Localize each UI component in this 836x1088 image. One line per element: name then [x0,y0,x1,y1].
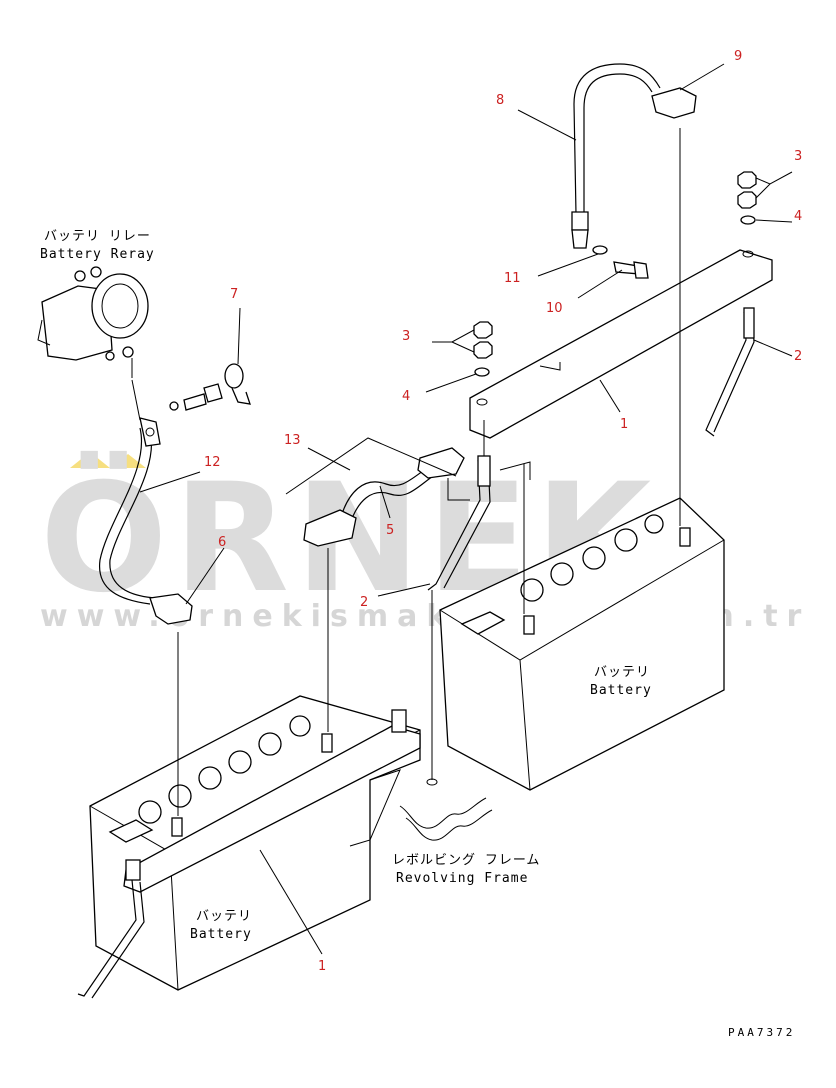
callout-13: 13 [284,433,301,448]
frame-label-jp: レボルビング フレーム [392,853,540,868]
battery-bottom-label-jp: バッテリ [196,909,252,924]
hook-rod-middle [427,420,491,591]
relay-label-en: Battery Reray [40,247,155,262]
fasteners-middle [473,321,493,377]
drawing-code: PAA7372 [728,1026,795,1039]
callout-2-middle: 2 [360,595,368,610]
callout-1-upper: 1 [620,417,628,432]
callout-12: 12 [204,455,221,470]
callout-5: 5 [386,523,394,538]
callout-4-right: 4 [794,209,802,224]
callout-2-right: 2 [794,349,802,364]
relay-label-jp: バッテリ リレー [44,229,151,244]
callout-8: 8 [496,93,504,108]
callout-7: 7 [230,287,238,302]
clamp-bar-upper [469,249,773,439]
callout-4-middle: 4 [402,389,410,404]
cable-5 [285,437,465,547]
watermark-accent-right [112,454,146,468]
fasteners-right [737,171,757,225]
cable-8 [571,63,697,249]
callout-1-lower: 1 [318,959,326,974]
callout-numbers: 9 8 3 4 11 10 7 3 4 1 2 12 13 5 6 2 1 [204,49,802,974]
callout-3-right: 3 [794,149,802,164]
callout-9: 9 [734,49,742,64]
watermark-accent-left [70,452,110,468]
battery-relay [37,266,149,378]
battery-top: バッテリ Battery [439,128,725,791]
frame-label-en: Revolving Frame [396,871,528,886]
revolving-frame: レボルビング フレーム Revolving Frame [392,590,540,886]
cable-12 [99,379,193,625]
battery-top-label-en: Battery [590,683,652,698]
callout-6: 6 [218,535,226,550]
relay-fasteners [169,363,251,411]
leader-lines [139,63,793,955]
battery-bottom-label-en: Battery [190,927,252,942]
hook-rod-right [705,307,755,437]
callout-11: 11 [504,271,521,286]
callout-3-middle: 3 [402,329,410,344]
callout-10: 10 [546,301,563,316]
battery-top-label-jp: バッテリ [594,665,650,680]
fasteners-10-11 [592,245,649,279]
battery-bottom: バッテリ Battery [77,548,421,999]
